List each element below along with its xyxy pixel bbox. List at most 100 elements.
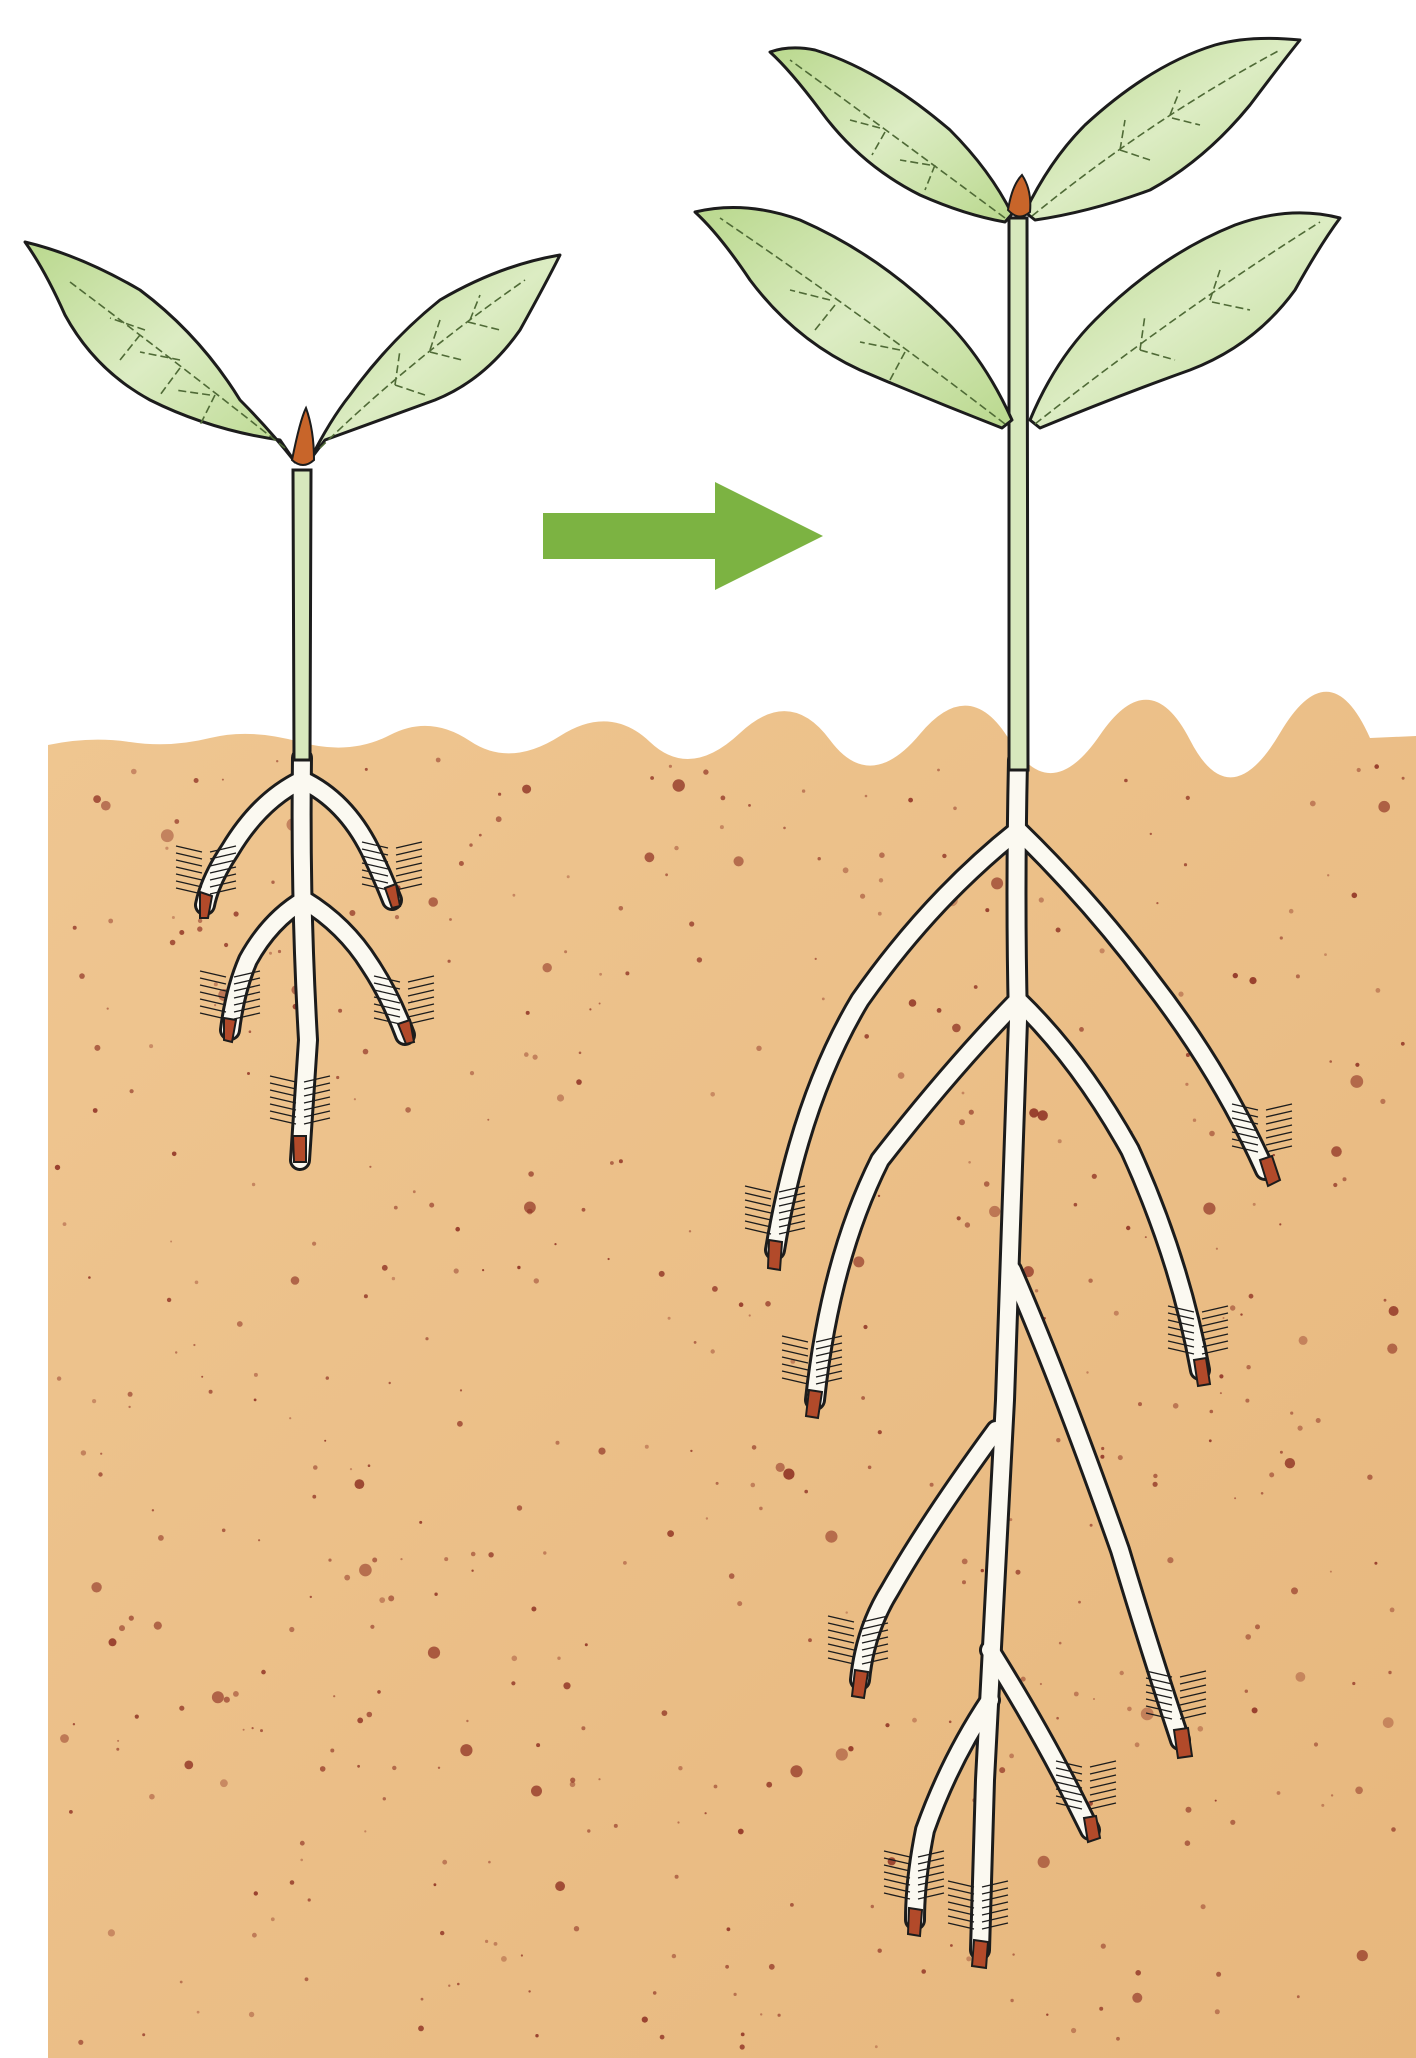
soil-speck (1357, 768, 1361, 772)
soil-speck (554, 1243, 556, 1245)
soil-speck (662, 1710, 668, 1716)
soil-speck (949, 1721, 952, 1724)
soil-speck (372, 1558, 377, 1563)
soil-speck (336, 1076, 339, 1079)
soil-speck (1086, 1371, 1088, 1373)
soil-speck (247, 1072, 250, 1075)
soil-speck (1135, 1742, 1140, 1747)
soil-speck (878, 1430, 882, 1434)
soil-speck (320, 1766, 326, 1772)
soil-speck (526, 1011, 530, 1015)
soil-speck (953, 807, 957, 811)
soil-speck (135, 1715, 139, 1719)
soil-speck (581, 1726, 585, 1730)
soil-speck (1352, 893, 1358, 899)
soil-speck (952, 1024, 961, 1033)
soil-speck (802, 789, 805, 792)
soil-speck (88, 1276, 91, 1279)
soil-speck (848, 1746, 853, 1751)
soil-speck (1039, 897, 1044, 902)
soil-speck (543, 963, 552, 972)
soil-speck (725, 1965, 729, 1969)
soil-speck (517, 1505, 522, 1510)
soil-speck (1297, 1995, 1300, 1998)
soil-speck (1012, 1953, 1014, 1955)
young-stem (293, 470, 311, 760)
soil-speck (425, 1337, 428, 1340)
soil-speck (563, 1682, 570, 1689)
soil-speck (1100, 948, 1105, 953)
soil-speck (93, 795, 101, 803)
soil-speck (501, 1956, 507, 1962)
soil-speck (198, 919, 202, 923)
soil-speck (1279, 1223, 1281, 1225)
soil-speck (365, 768, 368, 771)
soil-speck (1209, 1131, 1215, 1137)
soil-speck (697, 957, 702, 962)
soil-speck (400, 1558, 402, 1560)
soil-speck (1280, 1451, 1283, 1454)
soil (48, 692, 1416, 2058)
soil-speck (790, 1903, 794, 1907)
soil-speck (557, 1657, 560, 1660)
soil-speck (460, 1389, 462, 1391)
soil-speck (1277, 1791, 1281, 1795)
soil-speck (428, 897, 438, 907)
soil-speck (471, 1552, 476, 1557)
soil-speck (690, 1450, 692, 1452)
soil-speck (567, 875, 570, 878)
soil-speck (289, 1627, 294, 1632)
grown-leaf-lower-left (695, 208, 1012, 429)
soil-speck (908, 798, 913, 803)
soil-speck (179, 1706, 184, 1711)
soil-speck (589, 1008, 591, 1010)
soil-speck (338, 1009, 342, 1013)
soil-speck (421, 1998, 424, 2001)
soil-speck (531, 1786, 542, 1797)
soil-speck (711, 1349, 715, 1353)
soil-speck (912, 1718, 917, 1723)
soil-speck (1220, 1392, 1222, 1394)
soil-speck (367, 1712, 373, 1718)
soil-speck (444, 1557, 448, 1561)
soil-speck (714, 1785, 718, 1789)
soil-speck (119, 1625, 125, 1631)
soil-speck (822, 998, 825, 1001)
soil-speck (962, 1092, 965, 1095)
soil-speck (1010, 1999, 1013, 2002)
soil-speck (1138, 1402, 1142, 1406)
soil-speck (673, 779, 685, 791)
soil-speck (436, 758, 441, 763)
soil-speck (1216, 1972, 1221, 1977)
soil-speck (237, 1321, 243, 1327)
soil-speck (457, 1421, 463, 1427)
soil-speck (1124, 779, 1128, 783)
grown-leaf-lower-right (1030, 213, 1340, 428)
root-branch (300, 758, 308, 1160)
soil-speck (254, 1891, 258, 1895)
soil-speck (1074, 1203, 1078, 1207)
soil-speck (1126, 1226, 1130, 1230)
soil-speck (645, 852, 655, 862)
soil-speck (1321, 1804, 1324, 1807)
soil-speck (1056, 928, 1061, 933)
soil-speck (1116, 2037, 1120, 2041)
soil-speck (1127, 1707, 1132, 1712)
soil-speck (269, 952, 272, 955)
soil-speck (1330, 1571, 1332, 1573)
soil-speck (449, 918, 452, 921)
soil-speck (197, 926, 202, 931)
soil-speck (1101, 1944, 1106, 1949)
soil-speck (128, 1406, 130, 1408)
soil-speck (1280, 936, 1283, 939)
soil-speck (734, 1993, 737, 1996)
soil-speck (740, 2044, 745, 2049)
soil-speck (440, 1931, 444, 1935)
soil-speck (570, 1782, 576, 1788)
soil-speck (57, 1376, 61, 1380)
soil-speck (310, 1596, 312, 1598)
soil-speck (1261, 1492, 1264, 1495)
soil-speck (383, 1797, 386, 1800)
soil-speck (598, 1778, 600, 1780)
